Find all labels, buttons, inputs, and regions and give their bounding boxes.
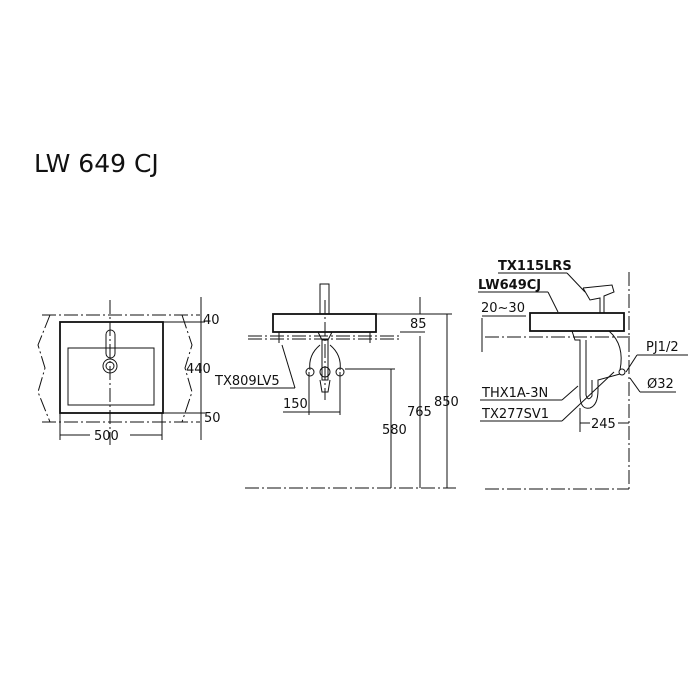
dim-supply-height: 580 [382,423,407,438]
trap-label: THX1A-3N [481,386,548,401]
dim-back: 40 [203,313,220,328]
basin-side [529,312,625,332]
dim-front: 50 [204,411,221,426]
dim-top: 85 [410,317,427,332]
supply-label: PJ1/2 [646,340,679,355]
dim-total-height: 850 [434,395,459,410]
dim-counter-height: 765 [407,405,432,420]
dim-depth: 440 [186,362,211,377]
plan-view: 500 40 440 50 [37,297,221,445]
dim-width: 500 [94,429,119,444]
dim-spacing: 150 [283,397,308,412]
model-title: LW 649 CJ [34,149,159,178]
counter-thickness: 20~30 [481,301,525,316]
front-view: TX809LV5 150 580 85 765 850 [214,283,459,489]
side-view: TX115LRS LW649CJ 20~30 PJ1/2 Ø32 THX1A-3… [478,259,688,490]
basin-label: LW649CJ [478,278,541,293]
faucet-label: TX115LRS [498,259,572,274]
basin-outline [59,321,164,414]
drain-label: TX277SV1 [481,407,549,422]
wall-offset: 245 [591,417,616,432]
bowl-outline [67,347,155,406]
valve-label: TX809LV5 [214,374,280,389]
drain-diameter: Ø32 [647,377,674,392]
